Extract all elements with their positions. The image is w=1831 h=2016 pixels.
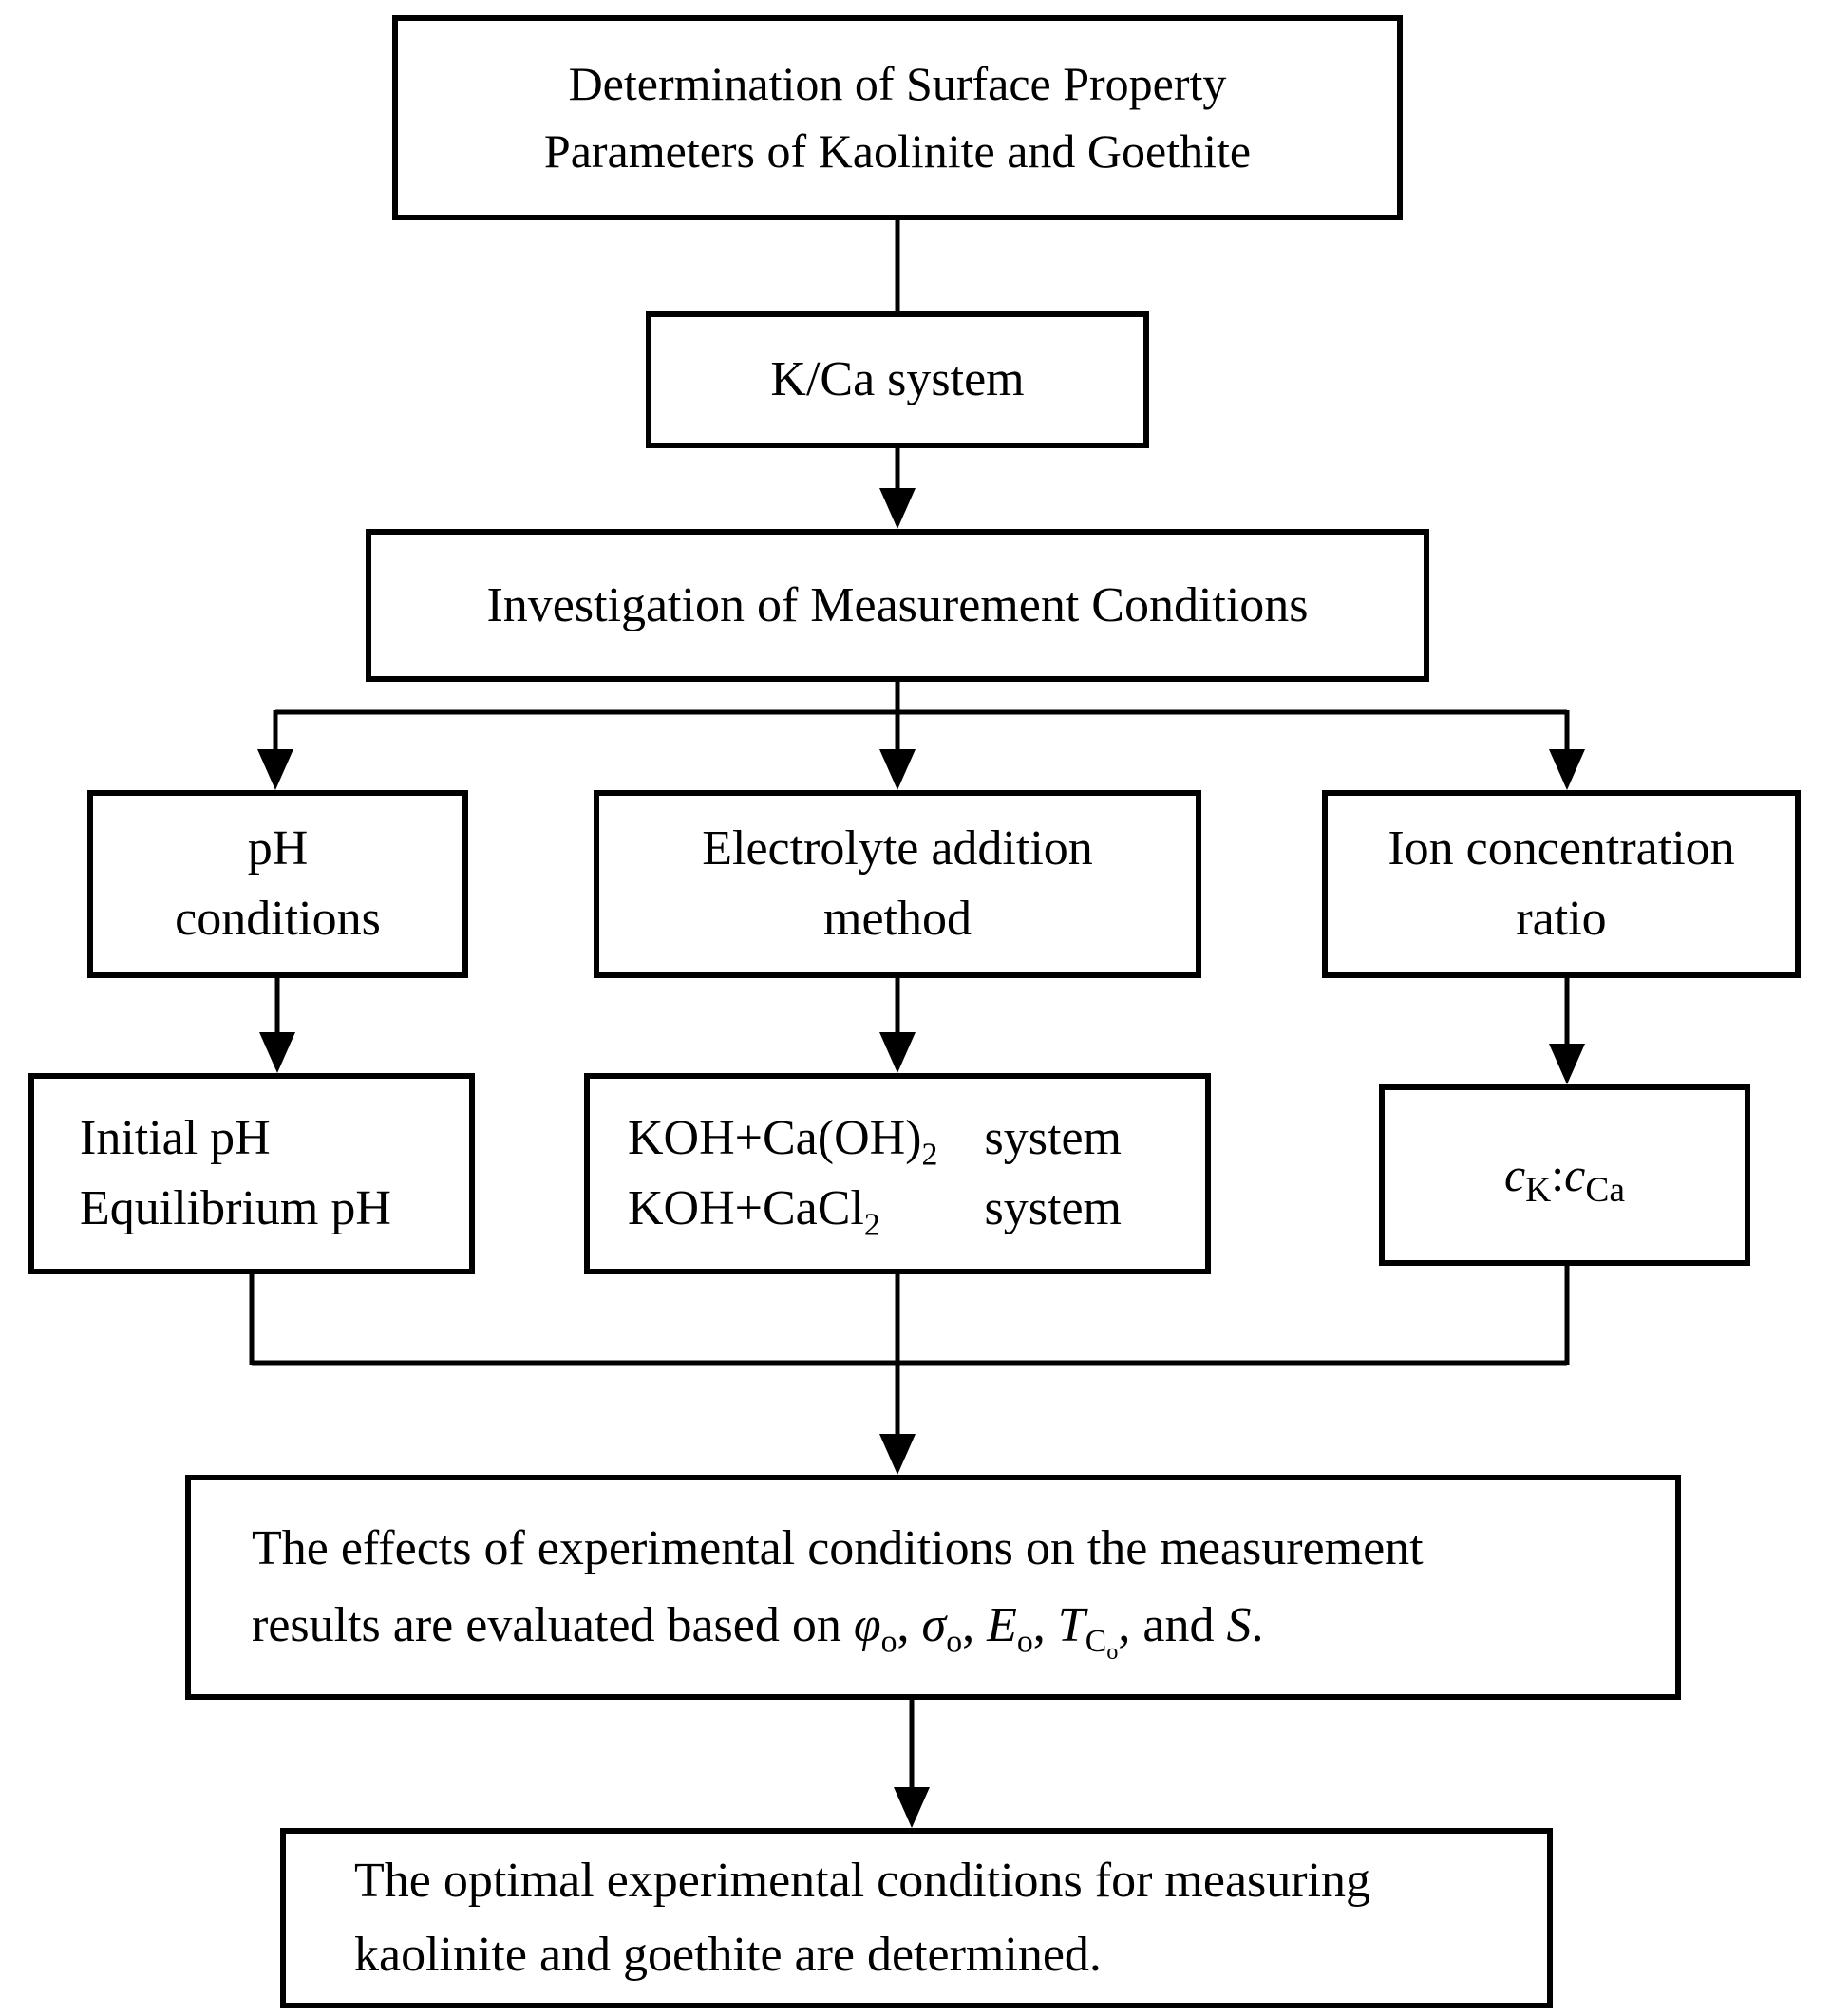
box-electrolyte-line1: Electrolyte addition — [702, 821, 1093, 876]
box-electrolyte-line2: method — [823, 892, 972, 946]
arrow-eval-to-conclusion — [894, 1698, 930, 1828]
box-conclusion: The optimal experimental conditions for … — [280, 1828, 1553, 2008]
box-kca-label: K/Ca system — [770, 352, 1025, 407]
box-conclusion-line2: kaolinite and goethite are determined. — [354, 1928, 1102, 1982]
box-investigation: Investigation of Measurement Conditions — [366, 529, 1429, 682]
box-investigation-label: Investigation of Measurement Conditions — [486, 577, 1309, 632]
branch-investigation — [257, 678, 1585, 790]
box-ion-ratio: Ion concentration ratio — [1322, 790, 1801, 978]
box-determination-line1: Determination of Surface Property — [568, 57, 1227, 110]
box-determination-line2: Parameters of Kaolinite and Goethite — [543, 124, 1252, 178]
koh-caoh2-formula: KOH+Ca(OH)2 — [628, 1111, 938, 1173]
box-concentration-ratio-detail: cK:cCa — [1379, 1084, 1750, 1266]
koh-caoh2-suffix: system — [984, 1111, 1122, 1166]
ck-cca-label: cK:cCa — [1503, 1148, 1626, 1210]
box-evaluation: The effects of experimental conditions o… — [185, 1475, 1681, 1700]
box-electrolyte-detail: KOH+Ca(OH)2 system KOH+CaCl2 system — [584, 1073, 1211, 1274]
box-kca-system: K/Ca system — [646, 311, 1149, 448]
box-ph-line1: pH — [247, 821, 309, 876]
box-ph-detail: Initial pH Equilibrium pH — [28, 1073, 475, 1274]
box-ion-line1: Ion concentration — [1387, 821, 1735, 876]
box-ph-detail-line2: Equilibrium pH — [80, 1181, 391, 1235]
koh-caoh2-row: KOH+Ca(OH)2 system — [628, 1103, 1122, 1174]
koh-cacl2-row: KOH+CaCl2 system — [628, 1174, 1122, 1244]
box-ph-conditions: pH conditions — [87, 790, 468, 978]
arrow-ph-to-detail — [259, 976, 295, 1073]
box-evaluation-line2: results are evaluated based on φo, σo, E… — [252, 1597, 1264, 1665]
box-electrolyte-method: Electrolyte addition method — [594, 790, 1201, 978]
koh-cacl2-formula: KOH+CaCl2 — [628, 1181, 880, 1243]
koh-cacl2-suffix: system — [984, 1181, 1122, 1235]
box-ion-line2: ratio — [1516, 892, 1607, 946]
arrow-ion-to-detail — [1549, 976, 1585, 1084]
box-ph-line2: conditions — [175, 892, 381, 946]
arrow-kca-to-investigation — [879, 446, 916, 529]
box-determination-title: Determination of Surface Property Parame… — [392, 15, 1403, 220]
box-conclusion-line1: The optimal experimental conditions for … — [354, 1854, 1371, 1908]
arrow-electrolyte-to-detail — [879, 976, 916, 1073]
box-evaluation-line1: The effects of experimental conditions o… — [252, 1520, 1424, 1575]
merge-connectors — [249, 1264, 1570, 1475]
box-ph-detail-line1: Initial pH — [80, 1111, 271, 1166]
